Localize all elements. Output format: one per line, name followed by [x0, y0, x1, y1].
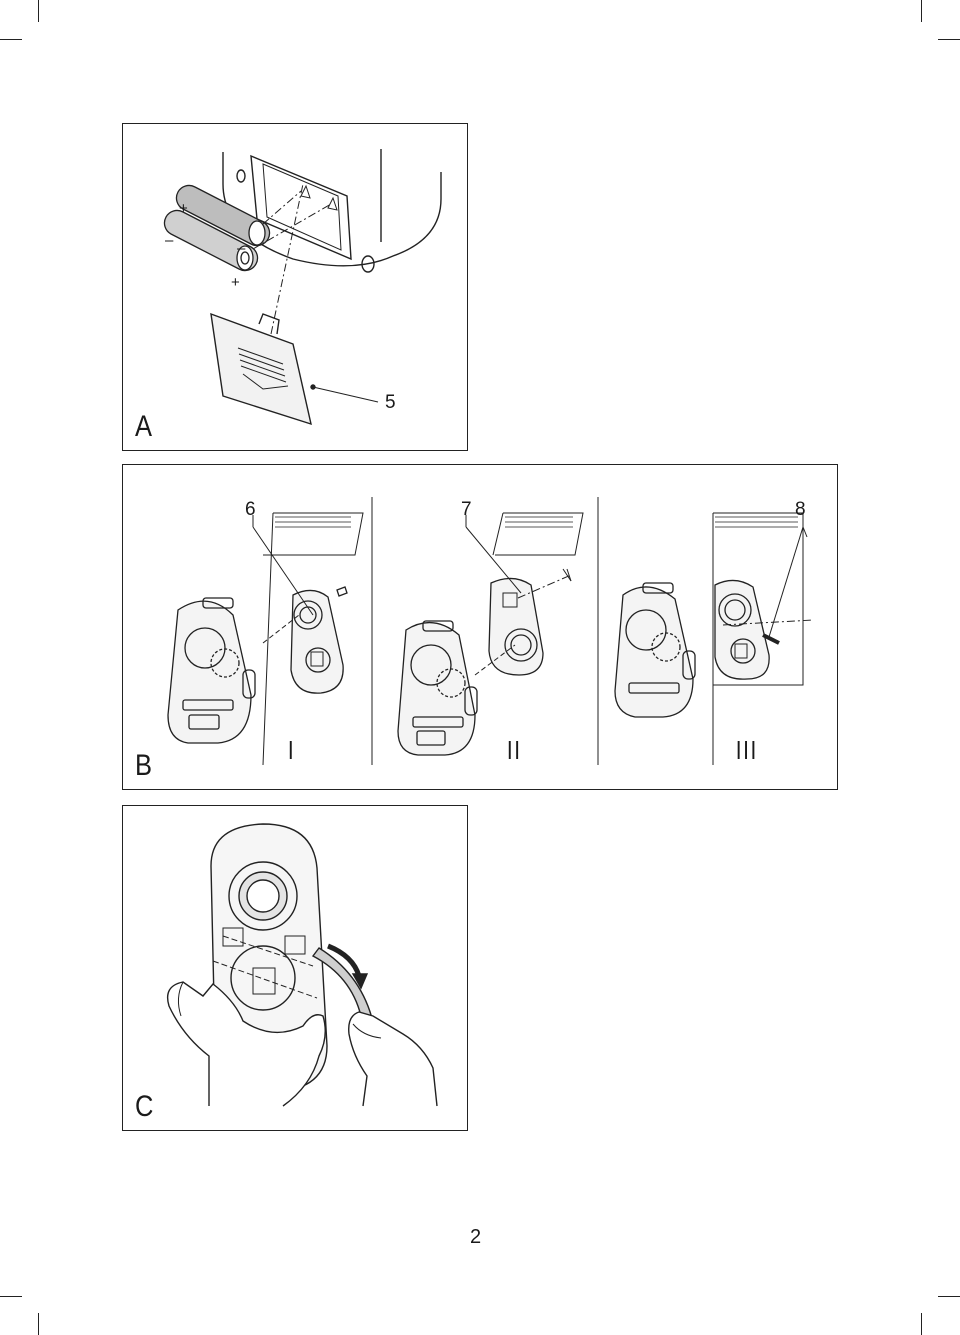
tape-removal-illustration	[166, 823, 438, 1107]
crop-mark	[0, 1296, 22, 1297]
panel-letter: C	[135, 1090, 154, 1123]
battery-installation-illustration	[163, 149, 442, 426]
crop-mark	[0, 39, 22, 40]
crop-mark	[921, 1313, 922, 1335]
battery-marks: +	[231, 274, 240, 291]
battery-marks: +	[179, 200, 188, 217]
callout-number: 6	[245, 499, 256, 520]
figure-panel-a: + – – + 5 A	[122, 123, 468, 451]
adapter-mounting-illustration	[167, 497, 814, 766]
page-number: 2	[470, 1226, 482, 1248]
battery-marks: –	[165, 232, 174, 249]
panel-letter: A	[135, 410, 153, 443]
callout-number: 8	[795, 499, 806, 520]
crop-mark	[921, 0, 922, 22]
crop-mark	[938, 1296, 960, 1297]
crop-mark	[38, 0, 39, 22]
step-label: III	[735, 735, 758, 765]
figure-panel-c: C	[122, 805, 468, 1131]
crop-mark	[938, 39, 960, 40]
step-label: I	[287, 735, 296, 765]
panel-letter: B	[135, 749, 153, 782]
battery-marks: –	[237, 240, 246, 257]
crop-mark	[38, 1313, 39, 1335]
callout-number: 5	[385, 392, 396, 413]
figure-panel-b: 6 7 8 I II III B	[122, 464, 838, 790]
step-label: II	[506, 735, 522, 765]
callout-number: 7	[461, 499, 472, 520]
